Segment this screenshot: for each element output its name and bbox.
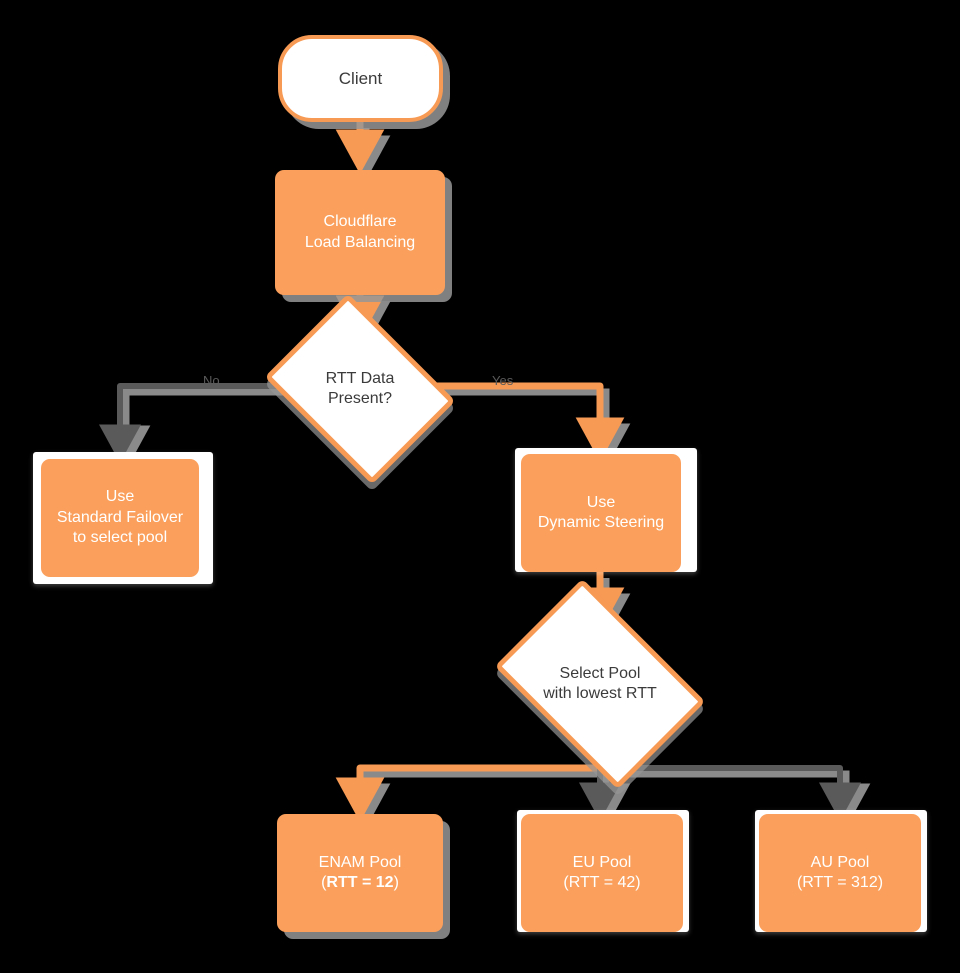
enam-paren-close: ) [393,874,399,891]
node-standard-failover[interactable]: Use Standard Failover to select pool [41,459,199,577]
node-load-balancing-line2: Load Balancing [304,233,416,251]
edge-label-yes: Yes [492,373,514,388]
node-eu-pool-line2: (RTT = 42) [563,874,641,891]
node-rtt-decision-line1: RTT Data [325,369,395,387]
node-enam-pool-line1: ENAM Pool [318,853,402,871]
node-eu-pool-line1: EU Pool [572,853,632,871]
node-select-pool[interactable]: Select Pool with lowest RTT [494,578,706,790]
node-client-label: Client [338,68,383,88]
node-dynamic-steering-line1: Use [586,493,616,511]
node-load-balancing[interactable]: Cloudflare Load Balancing [275,170,445,295]
edge-select-to-au [600,765,861,821]
node-rtt-decision[interactable]: RTT Data Present? [264,293,456,485]
node-enam-pool-line2: (RTT = 12) [319,873,402,893]
node-au-pool[interactable]: AU Pool (RTT = 312) [759,814,921,932]
node-select-pool-line2: with lowest RTT [543,685,657,702]
node-client[interactable]: Client [278,35,443,122]
edge-rtt-yes-to-dynamic [428,382,625,463]
node-au-pool-line1: AU Pool [810,853,870,871]
node-enam-pool[interactable]: ENAM Pool (RTT = 12) [277,814,443,932]
edge-select-to-enam [335,742,604,823]
node-dynamic-steering-line2: Dynamic Steering [537,514,665,531]
node-dynamic-steering[interactable]: Use Dynamic Steering [521,454,681,572]
node-standard-failover-line2: Standard Failover [56,508,184,526]
edge-label-no: No [203,373,220,388]
node-load-balancing-line1: Cloudflare [323,213,397,231]
edge-rtt-no-to-failover [99,383,284,463]
node-standard-failover-line1: Use [105,488,135,506]
node-rtt-decision-line2: Present? [327,390,393,407]
node-standard-failover-line3: to select pool [72,529,168,547]
node-select-pool-line1: Select Pool [559,664,641,682]
enam-rtt-value: RTT = 12 [326,874,394,891]
node-au-pool-line2: (RTT = 312) [796,874,884,891]
enam-paren-open: ( [321,874,327,891]
node-eu-pool[interactable]: EU Pool (RTT = 42) [521,814,683,932]
